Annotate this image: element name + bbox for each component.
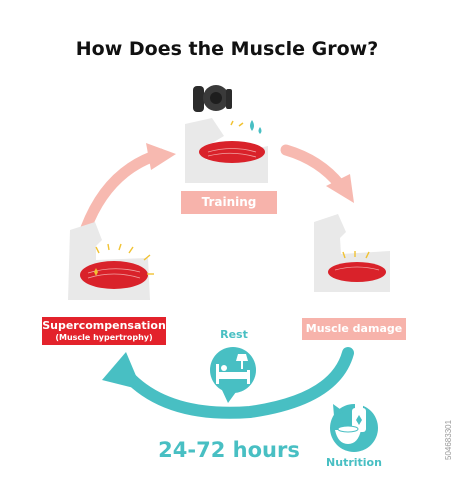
supercompensation-arm xyxy=(68,222,154,300)
nutrition-label: Nutrition xyxy=(326,456,382,469)
bed-icon xyxy=(216,364,250,384)
supercompensation-label: Supercompensation (Muscle hypertrophy) xyxy=(42,317,166,345)
training-muscle xyxy=(199,141,265,163)
recovery-arrow xyxy=(102,347,354,419)
arrow-supercompensation-to-training xyxy=(80,143,176,234)
damage-muscle xyxy=(328,262,386,282)
supercompensation-muscle xyxy=(80,261,148,289)
training-arm xyxy=(185,118,268,183)
recovery-duration: 24-72 hours xyxy=(158,438,300,462)
dumbbell-icon xyxy=(193,85,232,112)
muscle-damage-label: Muscle damage xyxy=(302,318,406,340)
bottle-icon xyxy=(352,404,366,432)
arrow-training-to-damage xyxy=(280,144,354,203)
supercompensation-subtitle: (Muscle hypertrophy) xyxy=(55,333,153,342)
stock-id: 504683301 xyxy=(444,419,453,460)
supercompensation-title: Supercompensation xyxy=(42,319,166,332)
rest-bubble xyxy=(210,347,256,403)
damage-arm xyxy=(314,214,390,292)
training-label: Training xyxy=(181,191,277,214)
food-bowl-icon xyxy=(335,425,361,444)
sweat-drop-icon xyxy=(230,120,262,134)
rest-label: Rest xyxy=(220,328,248,341)
nutrition-bubble xyxy=(330,404,378,452)
lamp-icon xyxy=(236,354,248,369)
page-title: How Does the Muscle Grow? xyxy=(75,38,379,60)
